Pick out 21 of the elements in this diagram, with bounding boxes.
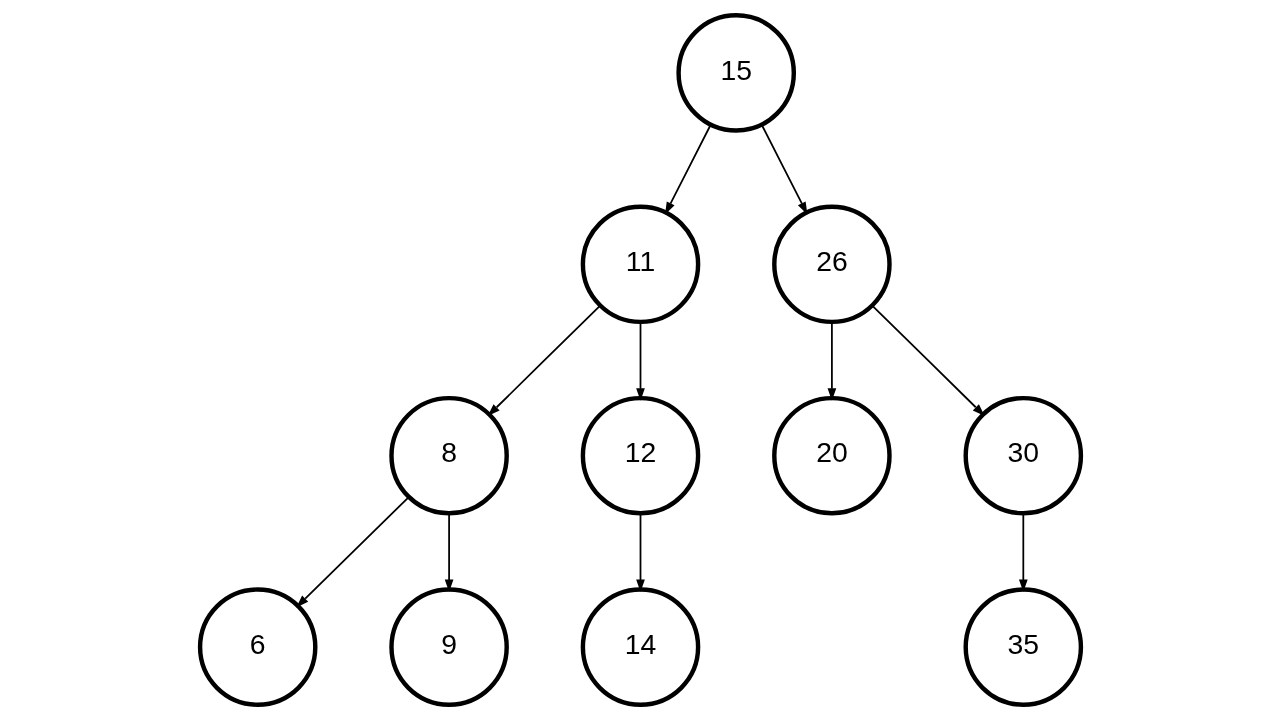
node-circle: 30 bbox=[963, 395, 1083, 516]
node-circle: 20 bbox=[771, 395, 892, 516]
node-circle: 35 bbox=[963, 587, 1083, 707]
arrow bbox=[487, 305, 601, 416]
arrow bbox=[635, 321, 645, 401]
arrow bbox=[295, 496, 409, 608]
node-circle: 8 bbox=[388, 395, 509, 516]
node-circle: 12 bbox=[580, 395, 700, 516]
node-circle: 9 bbox=[388, 587, 509, 707]
arrow bbox=[871, 305, 985, 416]
arrow bbox=[664, 124, 711, 215]
arrow bbox=[827, 321, 836, 401]
arrow bbox=[444, 512, 453, 593]
node-circle: 15 bbox=[675, 13, 796, 133]
node-circle: 11 bbox=[580, 204, 700, 325]
node-circle: 26 bbox=[771, 204, 892, 325]
arrow bbox=[635, 512, 645, 593]
node-circle: 14 bbox=[580, 587, 700, 707]
node-circle: 6 bbox=[197, 587, 317, 707]
arrow bbox=[760, 124, 807, 215]
arrow bbox=[1018, 512, 1028, 593]
